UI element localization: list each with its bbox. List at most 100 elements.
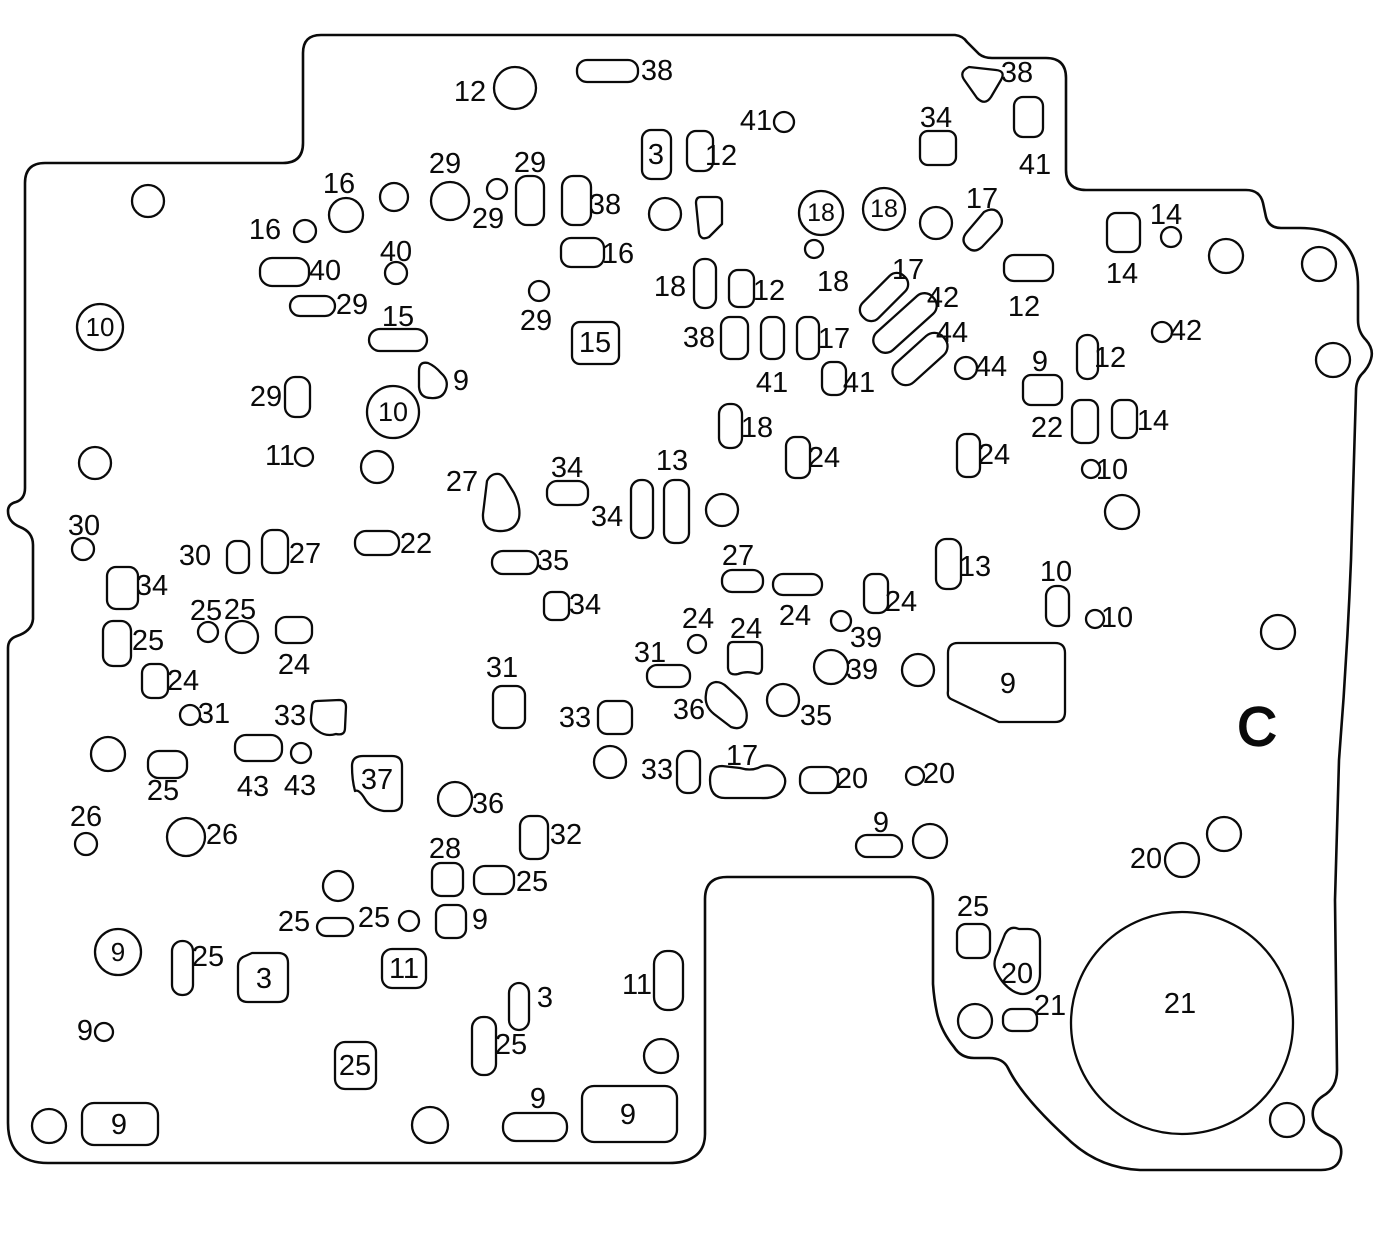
hole-43 — [289, 741, 313, 765]
hole-24 — [771, 572, 824, 597]
plate-outline — [6, 33, 1374, 1172]
hole — [642, 1037, 680, 1075]
label-25: 25 — [192, 941, 224, 973]
hole-36 — [436, 780, 474, 818]
label-34: 34 — [920, 102, 952, 134]
bolt-hole — [1300, 245, 1338, 283]
bolt-hole — [1268, 1101, 1306, 1139]
hole-17 — [795, 315, 821, 361]
hole-25 — [472, 864, 516, 896]
label-41: 41 — [1019, 149, 1051, 181]
label-31: 31 — [634, 637, 666, 669]
hole-20-teardrop — [993, 926, 1042, 996]
hole-14 — [1105, 211, 1142, 254]
hole-29 — [485, 177, 509, 201]
hole-26 — [73, 831, 99, 857]
label-12: 12 — [1008, 291, 1040, 323]
hole-39 — [812, 648, 850, 686]
hole — [956, 1002, 994, 1040]
label-9: 9 — [111, 937, 125, 967]
hole-38 — [719, 315, 750, 361]
bolt-hole — [1205, 815, 1243, 853]
label-24: 24 — [167, 665, 199, 697]
label-21: 21 — [1034, 990, 1066, 1022]
bolt-hole — [1259, 613, 1297, 651]
hole — [359, 449, 395, 485]
label-12: 12 — [1094, 342, 1126, 374]
label-9: 9 — [111, 1109, 127, 1141]
label-11: 11 — [389, 953, 419, 985]
hole-27 — [720, 568, 765, 594]
hole-3-pentagon — [236, 951, 290, 1004]
label-25: 25 — [495, 1029, 527, 1061]
label-9: 9 — [873, 807, 889, 839]
hole — [77, 445, 113, 481]
label-25: 25 — [358, 902, 390, 934]
label-35: 35 — [800, 700, 832, 732]
label-34: 34 — [591, 501, 623, 533]
hole-25 — [397, 909, 421, 933]
hole-16 — [327, 196, 365, 234]
label-13: 13 — [959, 551, 991, 583]
label-20: 20 — [836, 763, 868, 795]
label-20: 20 — [923, 758, 955, 790]
hole-27 — [260, 528, 290, 575]
label-10: 10 — [1096, 454, 1128, 486]
hole-14 — [1159, 225, 1183, 249]
hole-33-blob — [309, 698, 348, 737]
hole-9-teardrop — [417, 361, 448, 400]
label-25: 25 — [147, 775, 179, 807]
hole-12 — [1075, 333, 1100, 381]
label-3: 3 — [537, 982, 553, 1014]
hole-25 — [101, 619, 133, 668]
hole-9-circled — [93, 927, 143, 977]
label-20: 20 — [1130, 843, 1162, 875]
label-27: 27 — [446, 466, 478, 498]
label-21: 21 — [1164, 988, 1196, 1020]
hole-25 — [196, 620, 220, 644]
label-31: 31 — [486, 652, 518, 684]
hole-40 — [258, 256, 311, 288]
hole-31 — [491, 684, 527, 730]
label-25: 25 — [278, 906, 310, 938]
bolt-hole — [1314, 341, 1352, 379]
label-38: 38 — [641, 55, 673, 87]
hole-32 — [518, 814, 550, 861]
label-34: 34 — [569, 589, 601, 621]
label-42: 42 — [1170, 315, 1202, 347]
label-38: 38 — [683, 322, 715, 354]
label-25: 25 — [132, 625, 164, 657]
hole-9 — [501, 1111, 569, 1143]
hole — [592, 744, 628, 780]
label-18: 18 — [817, 266, 849, 298]
hole-27-teardrop — [481, 472, 521, 533]
hole-25 — [170, 939, 195, 997]
hole-26 — [165, 816, 207, 858]
hole-31 — [178, 703, 202, 727]
hole-34 — [542, 590, 571, 622]
label-30: 30 — [179, 540, 211, 572]
label-12: 12 — [753, 275, 785, 307]
hole-44 — [891, 331, 949, 387]
bolt-hole — [30, 1107, 68, 1145]
label-15: 15 — [579, 327, 611, 359]
hole-25 — [470, 1015, 498, 1077]
label-29: 29 — [520, 305, 552, 337]
label-10: 10 — [86, 312, 115, 342]
hole-21-large — [1069, 910, 1295, 1136]
hole-17-comma — [962, 208, 1004, 252]
hole-9 — [80, 1101, 160, 1147]
label-42: 42 — [927, 282, 959, 314]
label-41: 41 — [740, 105, 772, 137]
hole-17-slot — [708, 764, 787, 800]
label-9: 9 — [1000, 668, 1016, 700]
label-28: 28 — [429, 833, 461, 865]
hole-3 — [507, 981, 531, 1032]
hole-22 — [353, 529, 401, 557]
label-25: 25 — [516, 866, 548, 898]
hole-25 — [315, 916, 355, 938]
hole-24 — [274, 615, 314, 645]
hole-30 — [225, 539, 251, 575]
hole-11 — [652, 949, 685, 1012]
